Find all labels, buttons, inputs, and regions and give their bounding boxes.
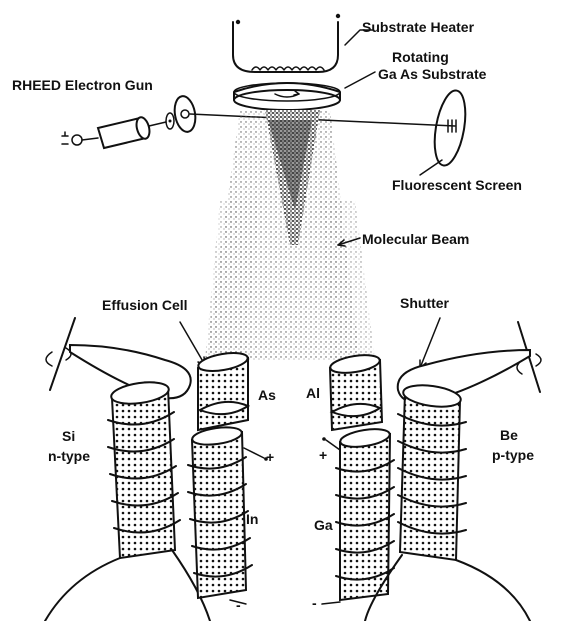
shutter-leader-line [420,318,440,368]
molecular-beam [205,110,375,360]
in-label: In [246,511,258,527]
substrate-leader-line [345,72,375,88]
ga-label: Ga [314,517,333,533]
in-plus-label: + [266,449,274,465]
as-label: As [258,387,276,403]
gaas-substrate [234,83,340,110]
effusion-cell-ga [322,426,394,604]
in-minus-label: - [236,597,241,613]
effusion-cell-as [197,350,249,430]
effusion-leader-line [180,322,205,365]
rheed-electron-gun [62,95,198,148]
p-type-label: p-type [492,447,534,463]
effusion-cell-label: Effusion Cell [102,297,188,313]
gaas-substrate-label: Ga As Substrate [378,66,487,82]
al-label: Al [306,385,320,401]
effusion-cell-al [329,352,382,430]
shutter-label: Shutter [400,295,450,311]
substrate-heater-label: Substrate Heater [362,19,475,35]
si-label: Si [62,428,75,444]
be-label: Be [500,427,518,443]
substrate-heater [233,14,340,72]
effusion-cell-si [45,379,210,621]
n-type-label: n-type [48,448,90,464]
rotating-label: Rotating [392,49,449,65]
ga-plus-label: + [319,447,327,463]
screen-leader-line [420,160,442,175]
ga-minus-label: - [312,595,317,611]
molecular-beam-label: Molecular Beam [362,231,469,247]
left-shutter [46,318,191,398]
fluorescent-screen [430,88,471,168]
rheed-gun-label: RHEED Electron Gun [12,77,153,93]
fluorescent-screen-label: Fluorescent Screen [392,177,522,193]
